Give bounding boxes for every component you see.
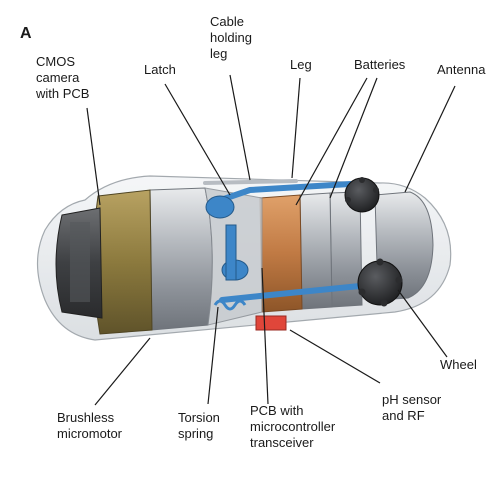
label-batteries: Batteries [354, 57, 406, 72]
lower-wheel [357, 260, 403, 306]
label-ph-sensor: pH sensor and RF [382, 392, 442, 423]
label-leg: Leg [290, 57, 312, 72]
label-torsion-spring: Torsion spring [178, 410, 220, 441]
label-cmos-camera: CMOS camera with PCB [36, 54, 90, 101]
label-brushless-micromotor: Brushless micromotor [57, 410, 123, 441]
upper-wheel [344, 177, 380, 213]
label-latch: Latch [144, 62, 176, 77]
torsion-spring-coil [213, 299, 247, 311]
latch-arm [225, 224, 237, 281]
label-pcb: PCB with microcontroller transceiver [250, 403, 336, 450]
motor-cylinder [149, 187, 213, 331]
wheel-knobs [345, 177, 403, 307]
camera-lens-detail [70, 222, 90, 302]
cable-holding-leg [203, 179, 298, 185]
ph-sensor [255, 315, 287, 331]
latch-part [205, 195, 235, 219]
leader-lines [86, 74, 456, 406]
label-cable-holding-leg: Cable holding leg [210, 14, 252, 61]
panel-letter: A [20, 25, 32, 42]
label-antenna: Antenna [437, 62, 486, 77]
label-wheel: Wheel [440, 357, 477, 372]
